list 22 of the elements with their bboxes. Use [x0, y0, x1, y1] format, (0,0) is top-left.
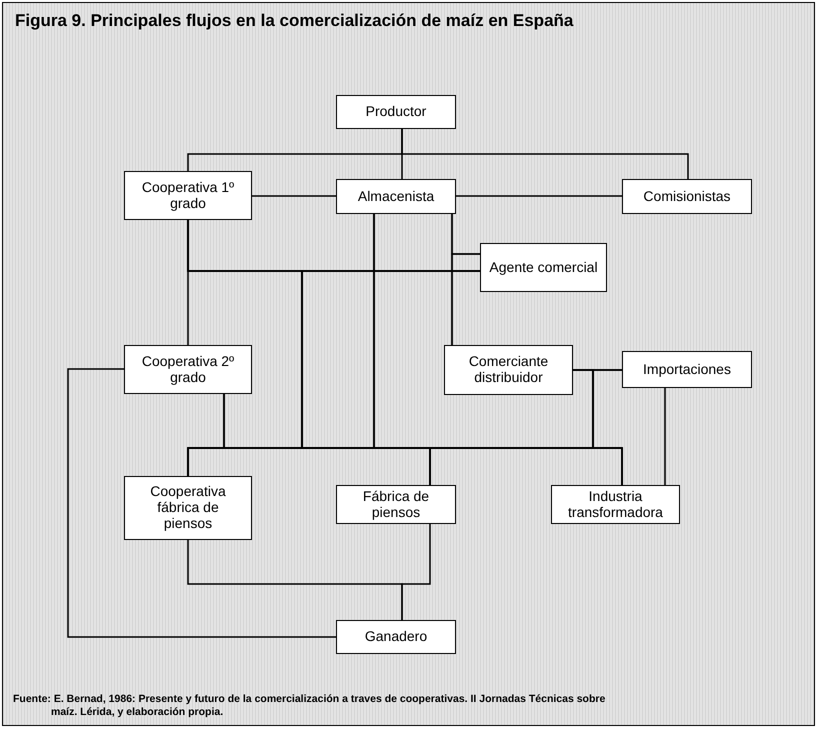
flow-box: Industria transformadora — [551, 485, 680, 524]
source-note: Fuente: E. Bernad, 1986: Presente y futuro de la comercialización a traves de cooperativas. II Jornadas Técnicas sobre maíz. Lérida, y elaboración propia. — [13, 693, 606, 718]
flow-box: Ganadero — [336, 620, 456, 654]
connector-line — [67, 368, 336, 638]
connector-line — [451, 253, 480, 345]
connector-line — [456, 195, 622, 197]
connector-line — [252, 195, 336, 197]
connector-line — [401, 524, 431, 620]
flow-box: Comisionistas — [622, 179, 752, 214]
flow-box: Agente comercial — [480, 243, 607, 292]
figure-title: Figura 9. Principales flujos en la comercialización de maíz en España — [15, 11, 574, 31]
connector-line — [664, 388, 666, 485]
flow-box: Cooperativa fábrica de piensos — [124, 476, 252, 540]
flow-box: Almacenista — [336, 179, 456, 214]
flow-box: Comerciante distribuidor — [444, 345, 573, 395]
flow-box: Fábrica de piensos — [336, 485, 456, 524]
flow-box: Cooperativa 2º grado — [124, 345, 252, 394]
connector-line — [401, 129, 689, 179]
flow-box: Importaciones — [622, 351, 752, 388]
flow-box: Productor — [336, 95, 456, 129]
connector-line — [573, 369, 623, 485]
flow-box: Cooperativa 1º grado — [124, 171, 252, 220]
